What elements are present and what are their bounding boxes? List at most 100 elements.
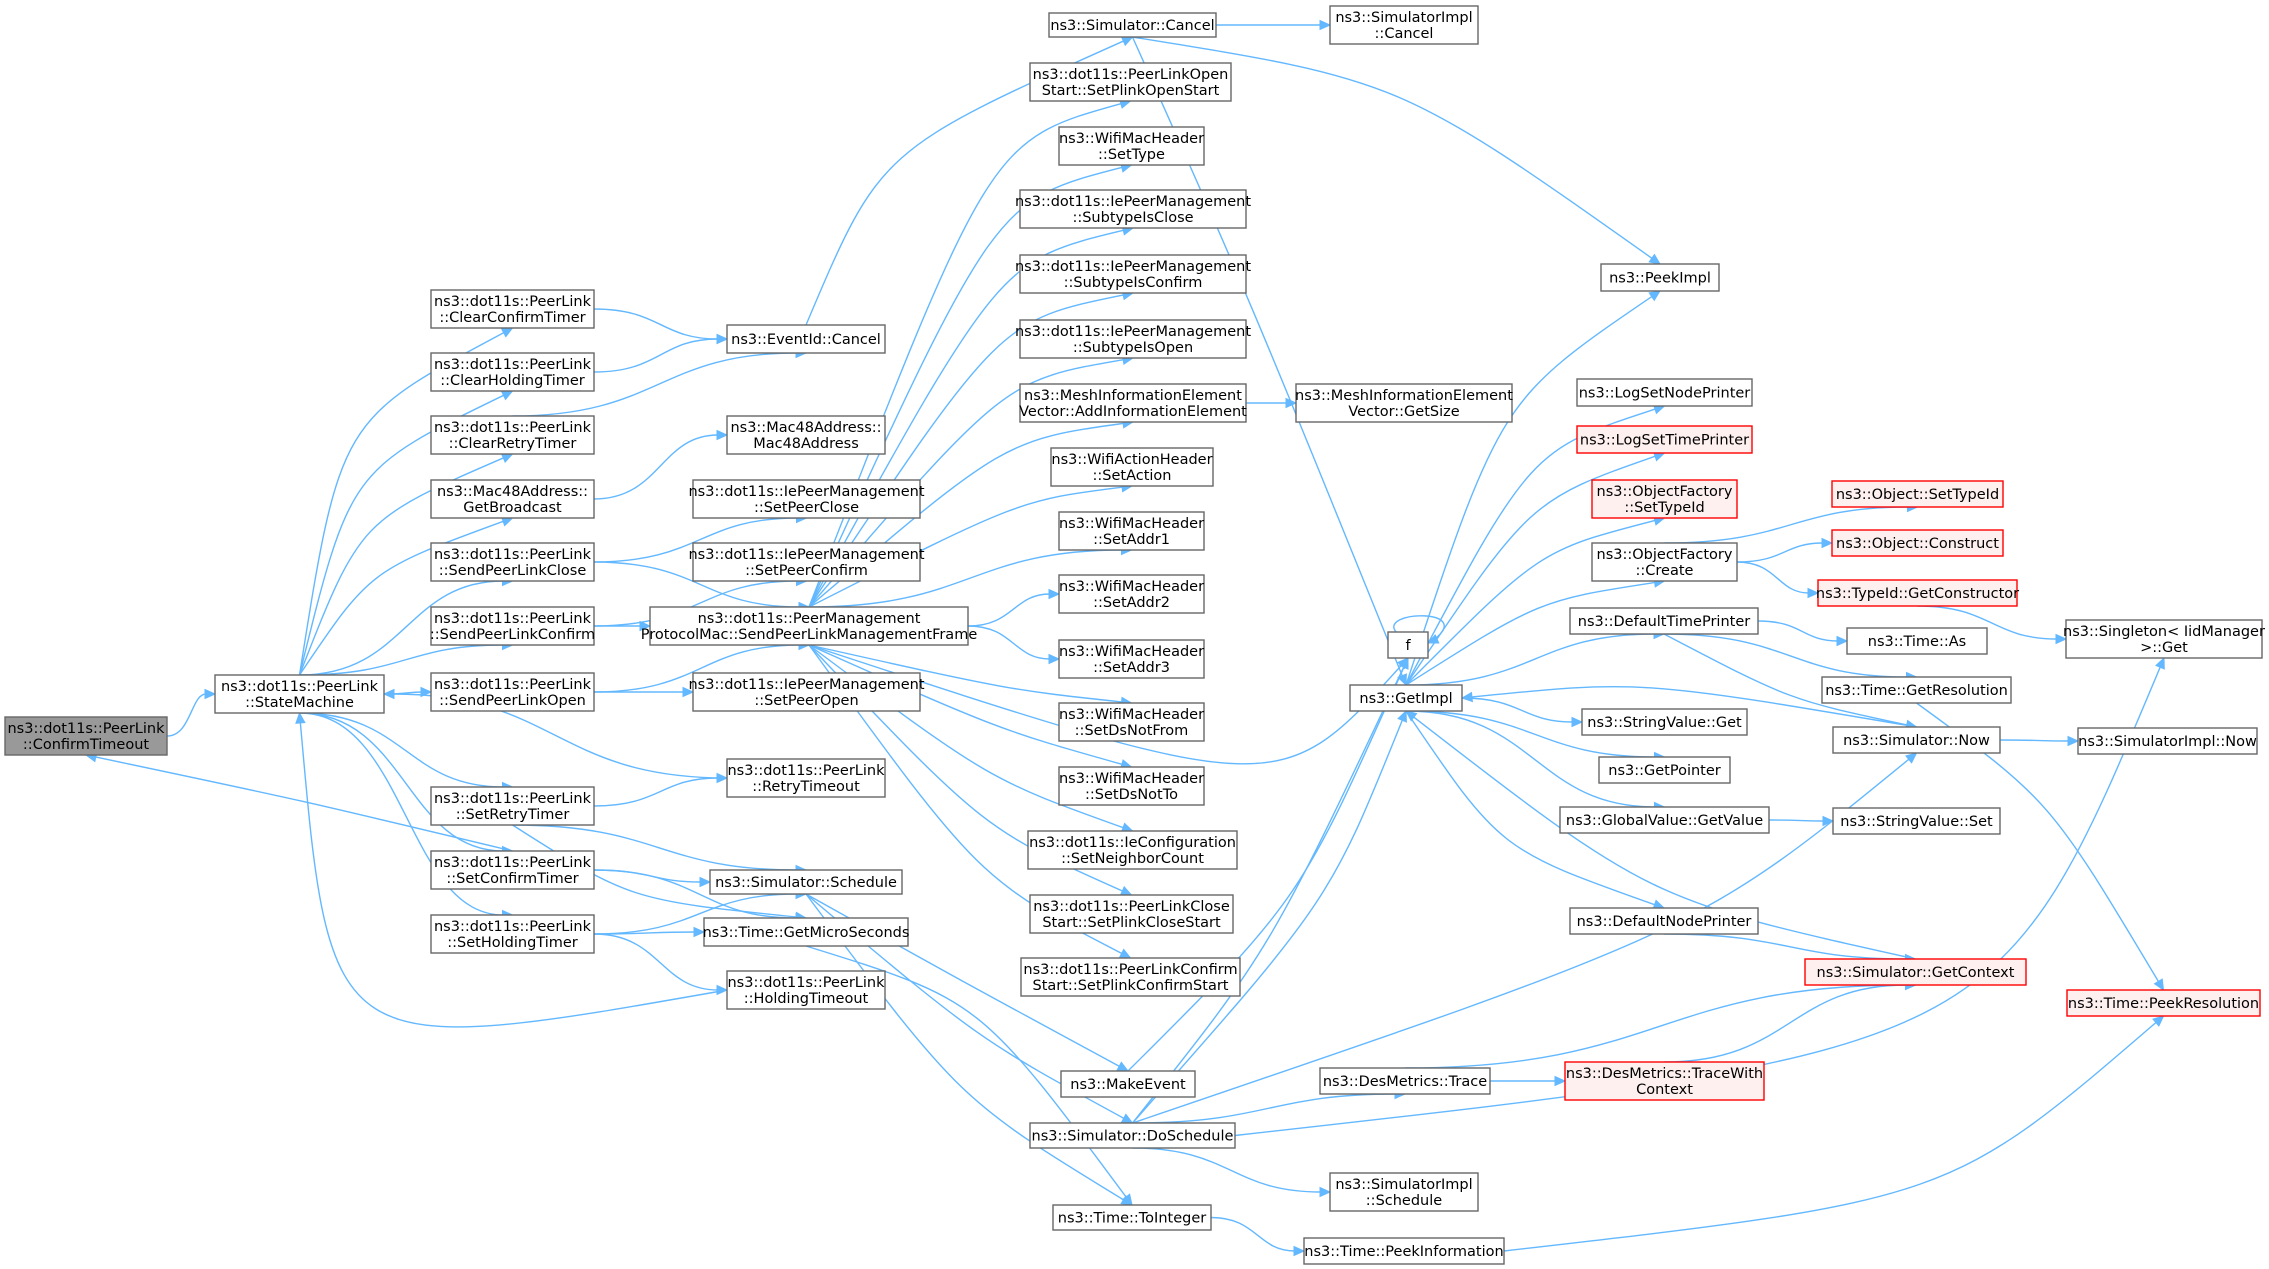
node-label-line: ns3::dot11s::PeerLink <box>434 547 592 563</box>
node-label-line: ns3::DesMetrics::TraceWith <box>1566 1066 1763 1082</box>
node-getPointer[interactable]: ns3::GetPointer <box>1598 756 1731 784</box>
node-label-line: ns3::dot11s::PeerLink <box>7 721 165 737</box>
edge-line <box>593 933 719 991</box>
node-timeAs[interactable]: ns3::Time::As <box>1846 627 1988 655</box>
node-logSetTimePrinter[interactable]: ns3::LogSetTimePrinter <box>1576 425 1753 454</box>
node-desTrace[interactable]: ns3::DesMetrics::Trace <box>1319 1067 1491 1095</box>
node-implSchedule[interactable]: ns3::SimulatorImpl::Schedule <box>1329 1172 1479 1212</box>
node-setPeerClose[interactable]: ns3::dot11s::IePeerManagement::SetPeerCl… <box>688 479 925 519</box>
node-timeGetResolution[interactable]: ns3::Time::GetResolution <box>1821 676 2012 704</box>
node-box <box>1564 1061 1765 1101</box>
edge-line <box>166 693 207 737</box>
node-setType[interactable]: ns3::WifiMacHeader::SetType <box>1058 126 1205 166</box>
node-peekInformation[interactable]: ns3::Time::PeekInformation <box>1303 1237 1505 1265</box>
node-timePeekResolution[interactable]: ns3::Time::PeekResolution <box>2066 989 2261 1017</box>
edge-line <box>967 625 1051 660</box>
node-setRetryTimer[interactable]: ns3::dot11s::PeerLink::SetRetryTimer <box>430 786 595 826</box>
call-edge-holdingTimeout-to-stateMachine <box>295 711 728 1028</box>
node-label-line: ns3::dot11s::PeerLink <box>727 975 885 991</box>
node-addInfoElement[interactable]: ns3::MeshInformationElementVector::AddIn… <box>1019 383 1247 423</box>
node-setAddr1[interactable]: ns3::WifiMacHeader::SetAddr1 <box>1058 511 1205 551</box>
node-sendPeerLinkOpen[interactable]: ns3::dot11s::PeerLink::SendPeerLinkOpen <box>430 672 595 712</box>
node-setAddr2[interactable]: ns3::WifiMacHeader::SetAddr2 <box>1058 574 1205 614</box>
edge-arrowhead <box>693 926 706 938</box>
node-makeEvent[interactable]: ns3::MakeEvent <box>1060 1070 1196 1098</box>
call-edge-doSchedule-to-simNow <box>1132 752 1918 1124</box>
node-stringValueGet[interactable]: ns3::StringValue::Get <box>1581 708 1748 736</box>
node-setAddr3[interactable]: ns3::WifiMacHeader::SetAddr3 <box>1058 639 1205 679</box>
node-clearConfirmTimer[interactable]: ns3::dot11s::PeerLink::ClearConfirmTimer <box>430 289 595 329</box>
node-toInteger[interactable]: ns3::Time::ToInteger <box>1052 1204 1212 1231</box>
node-label-line: f <box>1405 638 1411 654</box>
node-box <box>1569 607 1759 635</box>
node-implNow[interactable]: ns3::SimulatorImpl::Now <box>2077 727 2258 755</box>
node-setHoldingTimer[interactable]: ns3::dot11s::PeerLink::SetHoldingTimer <box>430 914 595 954</box>
node-doSchedule[interactable]: ns3::Simulator::DoSchedule <box>1029 1122 1236 1149</box>
node-label-line: ns3::Simulator::Cancel <box>1050 18 1214 34</box>
node-setPlinkOpenStart[interactable]: ns3::dot11s::PeerLinkOpenStart::SetPlink… <box>1029 62 1232 102</box>
node-defaultTimePrinter[interactable]: ns3::DefaultTimePrinter <box>1569 607 1759 635</box>
node-objConstruct[interactable]: ns3::Object::Construct <box>1831 529 2004 557</box>
node-implCancel[interactable]: ns3::SimulatorImpl::Cancel <box>1329 5 1479 45</box>
node-getImpl[interactable]: ns3::GetImpl <box>1349 684 1463 712</box>
node-label-line: ::StateMachine <box>245 695 354 711</box>
node-sendPeerLinkClose[interactable]: ns3::dot11s::PeerLink::SendPeerLinkClose <box>430 542 595 582</box>
node-setPlinkConfirmStart[interactable]: ns3::dot11s::PeerLinkConfirmStart::SetPl… <box>1020 957 1241 997</box>
node-setPeerConfirm[interactable]: ns3::dot11s::IePeerManagement::SetPeerCo… <box>688 542 925 582</box>
node-setDsNotFrom[interactable]: ns3::WifiMacHeader::SetDsNotFrom <box>1058 702 1205 742</box>
node-sendMgmtFrame[interactable]: ns3::dot11s::PeerManagementProtocolMac::… <box>641 606 978 646</box>
node-box <box>1387 631 1429 659</box>
call-edge-ofCreate-to-objConstruct <box>1736 537 1834 563</box>
node-box <box>1019 254 1247 294</box>
node-clearHoldingTimer[interactable]: ns3::dot11s::PeerLink::ClearHoldingTimer <box>430 352 595 392</box>
node-logSetNodePrinter[interactable]: ns3::LogSetNodePrinter <box>1576 378 1753 407</box>
node-ofSetTypeId[interactable]: ns3::ObjectFactory::SetTypeId <box>1591 479 1738 519</box>
node-eventIdCancel[interactable]: ns3::EventId::Cancel <box>726 324 886 354</box>
node-getSize[interactable]: ns3::MeshInformationElementVector::GetSi… <box>1295 383 1513 423</box>
node-ofCreate[interactable]: ns3::ObjectFactory::Create <box>1591 542 1738 582</box>
node-simCancel[interactable]: ns3::Simulator::Cancel <box>1048 12 1217 38</box>
node-peekImpl[interactable]: ns3::PeekImpl <box>1600 263 1720 292</box>
edge-line <box>593 517 798 563</box>
node-stringValueSet[interactable]: ns3::StringValue::Set <box>1832 807 2001 835</box>
node-setDsNotTo[interactable]: ns3::WifiMacHeader::SetDsNotTo <box>1058 766 1205 806</box>
node-sendPeerLinkConfirm[interactable]: ns3::dot11s::PeerLink::SendPeerLinkConfi… <box>430 606 595 646</box>
node-clearRetryTimer[interactable]: ns3::dot11s::PeerLink::ClearRetryTimer <box>430 415 595 455</box>
edge-line <box>1210 1216 1296 1252</box>
node-stateMachine[interactable]: ns3::dot11s::PeerLink::StateMachine <box>214 674 385 714</box>
node-simSchedule[interactable]: ns3::Simulator::Schedule <box>709 869 903 895</box>
node-label-line: ::ConfirmTimeout <box>23 737 149 753</box>
edge-line <box>593 561 801 608</box>
node-subtypeIsConfirm[interactable]: ns3::dot11s::IePeerManagement::SubtypeIs… <box>1015 254 1251 294</box>
node-holdingTimeout[interactable]: ns3::dot11s::PeerLink::HoldingTimeout <box>726 970 886 1010</box>
edge-line <box>1405 710 1656 808</box>
node-setAction[interactable]: ns3::WifiActionHeader::SetAction <box>1050 447 1214 487</box>
node-subtypeIsOpen[interactable]: ns3::dot11s::IePeerManagement::SubtypeIs… <box>1015 319 1251 359</box>
node-subtypeIsClose[interactable]: ns3::dot11s::IePeerManagement::SubtypeIs… <box>1015 189 1251 229</box>
node-defaultNodePrinter[interactable]: ns3::DefaultNodePrinter <box>1569 907 1759 935</box>
node-mac48Address[interactable]: ns3::Mac48Address::Mac48Address <box>726 415 886 455</box>
node-simGetContext[interactable]: ns3::Simulator::GetContext <box>1804 958 2027 986</box>
node-box <box>1591 479 1738 519</box>
node-setPeerOpen[interactable]: ns3::dot11s::IePeerManagement::SetPeerOp… <box>688 672 925 712</box>
node-box <box>1832 807 2001 835</box>
node-label-line: ns3::DesMetrics::Trace <box>1323 1074 1487 1090</box>
node-retryTimeout[interactable]: ns3::dot11s::PeerLink::RetryTimeout <box>726 758 886 798</box>
node-setPlinkCloseStart[interactable]: ns3::dot11s::PeerLinkCloseStart::SetPlin… <box>1029 894 1234 934</box>
node-objSetTypeId[interactable]: ns3::Object::SetTypeId <box>1831 480 2004 508</box>
node-globalValueGetValue[interactable]: ns3::GlobalValue::GetValue <box>1559 806 1770 834</box>
node-setNeighborCount[interactable]: ns3::dot11s::IeConfiguration::SetNeighbo… <box>1027 830 1238 870</box>
call-edge-sendMgmtFrame-to-setAddr2 <box>967 588 1061 627</box>
node-singletonGet[interactable]: ns3::Singleton< IidManager>::Get <box>2063 619 2265 659</box>
node-simNow[interactable]: ns3::Simulator::Now <box>1832 726 2001 754</box>
edge-arrowhead <box>1807 587 1820 599</box>
node-setConfirmTimer[interactable]: ns3::dot11s::PeerLink::SetConfirmTimer <box>430 850 595 890</box>
node-f[interactable]: f <box>1387 631 1429 659</box>
node-getBroadcast[interactable]: ns3::Mac48Address::GetBroadcast <box>430 479 595 519</box>
node-typeIdGetConstructor[interactable]: ns3::TypeId::GetConstructor <box>1816 579 2019 607</box>
edge-arrowhead <box>682 686 695 698</box>
node-label-line: ::HoldingTimeout <box>744 991 869 1007</box>
node-getMicroSeconds[interactable]: ns3::Time::GetMicroSeconds <box>703 917 910 947</box>
